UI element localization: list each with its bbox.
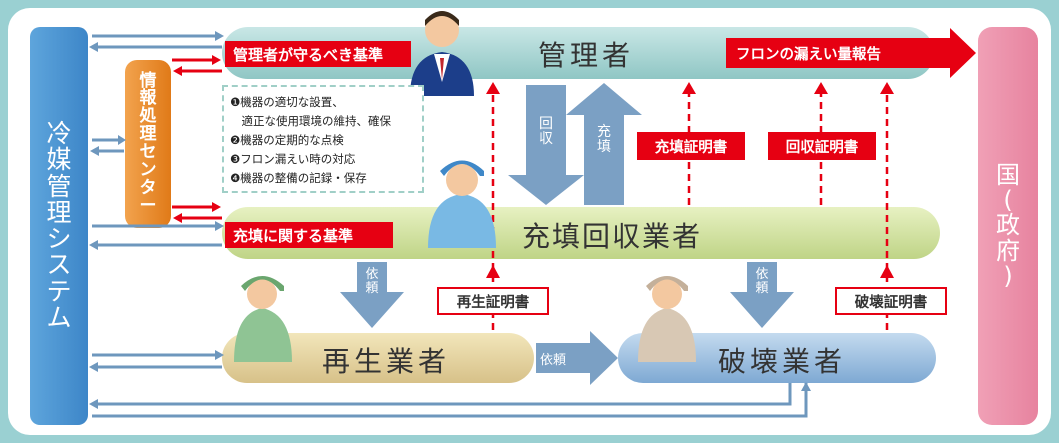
request-char: 頼 bbox=[755, 281, 769, 296]
system-char: 冷 bbox=[46, 119, 72, 148]
fill-char: 充 bbox=[597, 124, 611, 141]
leak-report-label: フロンの漏えい量報告 bbox=[728, 41, 948, 65]
recovery-arrow bbox=[508, 85, 584, 205]
destroy-worker-icon bbox=[638, 276, 696, 362]
admin-title: 管理者 bbox=[538, 39, 635, 72]
fill-char: 填 bbox=[597, 139, 611, 155]
system-char: 管 bbox=[46, 171, 72, 201]
recovery-char: 収 bbox=[539, 131, 553, 147]
info-red-arrows bbox=[172, 55, 222, 223]
destroy-certificate: 破壊証明書 bbox=[835, 287, 947, 315]
government-bar: 国 ( 政 府 ) bbox=[978, 27, 1038, 425]
duty-item: ❷機器の定期的な点検 bbox=[230, 133, 344, 147]
request-char: 頼 bbox=[365, 281, 379, 296]
system-char: テ bbox=[46, 276, 72, 306]
destroyer-title: 破壊業者 bbox=[718, 345, 847, 378]
regen-certificate: 再生証明書 bbox=[437, 287, 549, 315]
info-char: 処 bbox=[139, 106, 157, 127]
regen-worker-icon bbox=[234, 276, 292, 362]
admin-duties-list: ❶機器の適切な設置、 適正な使用環境の維持、確保 ❷機器の定期的な点検 ❸フロン… bbox=[222, 85, 424, 193]
system-char: 媒 bbox=[46, 145, 72, 175]
regenerator-title: 再生業者 bbox=[322, 345, 451, 378]
info-char: 情 bbox=[139, 70, 157, 91]
info-char: セ bbox=[139, 142, 157, 162]
fill-label: 充 填 bbox=[584, 118, 624, 162]
system-char: ス bbox=[46, 250, 72, 280]
fill-certificate: 充填証明書 bbox=[637, 132, 745, 160]
request-arrow-horizontal bbox=[536, 331, 618, 385]
gov-char: 国 bbox=[996, 161, 1020, 190]
recovery-label: 回 収 bbox=[526, 110, 566, 154]
recovery-certificate: 回収証明書 bbox=[768, 132, 876, 160]
system-char: シ bbox=[46, 224, 72, 253]
fill-recovery-bar: 充填回収業者 bbox=[222, 207, 940, 259]
request-label-horizontal: 依頼 bbox=[540, 353, 567, 368]
sys-to-destroy-arrow bbox=[92, 383, 808, 418]
refrigerant-management-system: 冷 媒 管 理 シ ス テ ム bbox=[30, 27, 88, 425]
duty-item: ❹機器の整備の記録・保存 bbox=[230, 171, 367, 185]
request-label-regen: 依 頼 bbox=[357, 264, 387, 300]
admin-standard-tag: 管理者が守るべき基準 bbox=[225, 41, 411, 67]
info-char: 報 bbox=[139, 88, 157, 109]
system-char: 理 bbox=[46, 197, 72, 227]
system-arrows bbox=[89, 31, 811, 418]
duty-item: ❶機器の適切な設置、 bbox=[230, 95, 344, 109]
fill-recovery-title: 充填回収業者 bbox=[522, 220, 703, 253]
information-processing-center: 情 報 処 理 セ ン タ ー bbox=[125, 60, 171, 228]
dashed-heads bbox=[486, 82, 894, 278]
fill-arrow bbox=[566, 83, 642, 205]
request-label-destroy: 依 頼 bbox=[747, 264, 777, 300]
fill-worker-icon bbox=[428, 160, 496, 248]
destroy-to-sys-arrow bbox=[98, 383, 792, 406]
request-char: 依 bbox=[755, 267, 769, 283]
info-char: ー bbox=[139, 195, 157, 216]
gov-char: ( bbox=[1003, 186, 1013, 215]
recovery-char: 回 bbox=[539, 116, 553, 133]
duty-item: 適正な使用環境の維持、確保 bbox=[230, 114, 391, 128]
info-char: タ bbox=[139, 177, 157, 198]
fill-standard-tag: 充填に関する基準 bbox=[225, 222, 393, 248]
info-char: 理 bbox=[139, 124, 157, 145]
system-char: ム bbox=[46, 302, 72, 332]
request-arrow-regen bbox=[340, 262, 404, 328]
gov-char: 府 bbox=[996, 236, 1020, 265]
request-arrow-destroy bbox=[730, 262, 794, 328]
request-char: 依 bbox=[365, 267, 379, 283]
duty-item: ❸フロン漏えい時の対応 bbox=[230, 152, 356, 166]
info-char: ン bbox=[139, 159, 157, 180]
gov-char: 政 bbox=[996, 211, 1020, 240]
gov-char: ) bbox=[1003, 261, 1013, 290]
admin-person-icon bbox=[410, 11, 474, 96]
